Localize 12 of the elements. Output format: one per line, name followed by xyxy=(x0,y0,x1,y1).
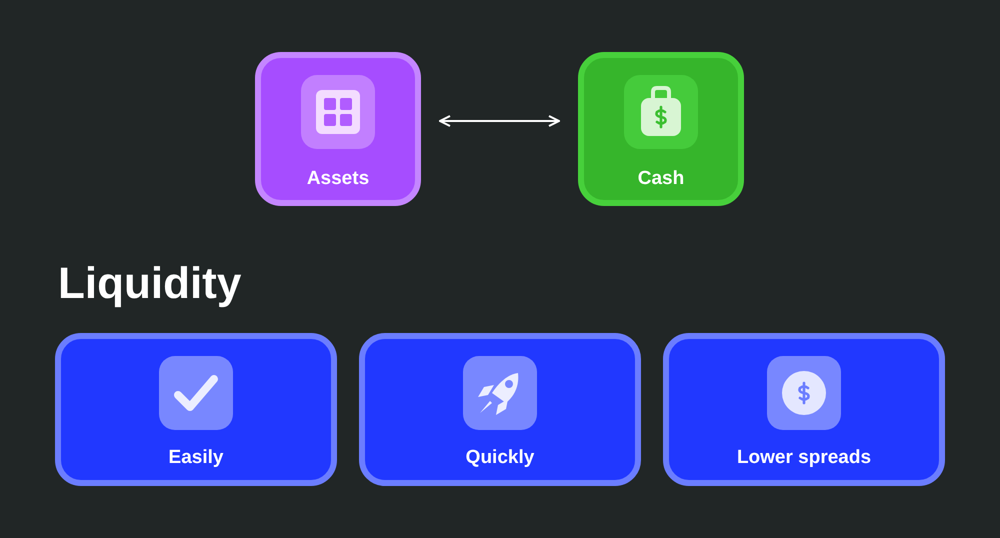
card-label: Easily xyxy=(168,447,224,469)
feature-card xyxy=(578,52,744,206)
card-label: Cash xyxy=(636,168,686,190)
double-arrow xyxy=(439,115,560,127)
card-label: Assets xyxy=(306,168,370,190)
feature-card xyxy=(55,333,337,486)
card-label: Lower spreads xyxy=(736,447,872,469)
section-heading: Liquidity xyxy=(58,259,242,309)
card-label: Quickly xyxy=(464,447,536,469)
feature-card xyxy=(359,333,641,486)
feature-card xyxy=(663,333,945,486)
feature-card xyxy=(255,52,421,206)
